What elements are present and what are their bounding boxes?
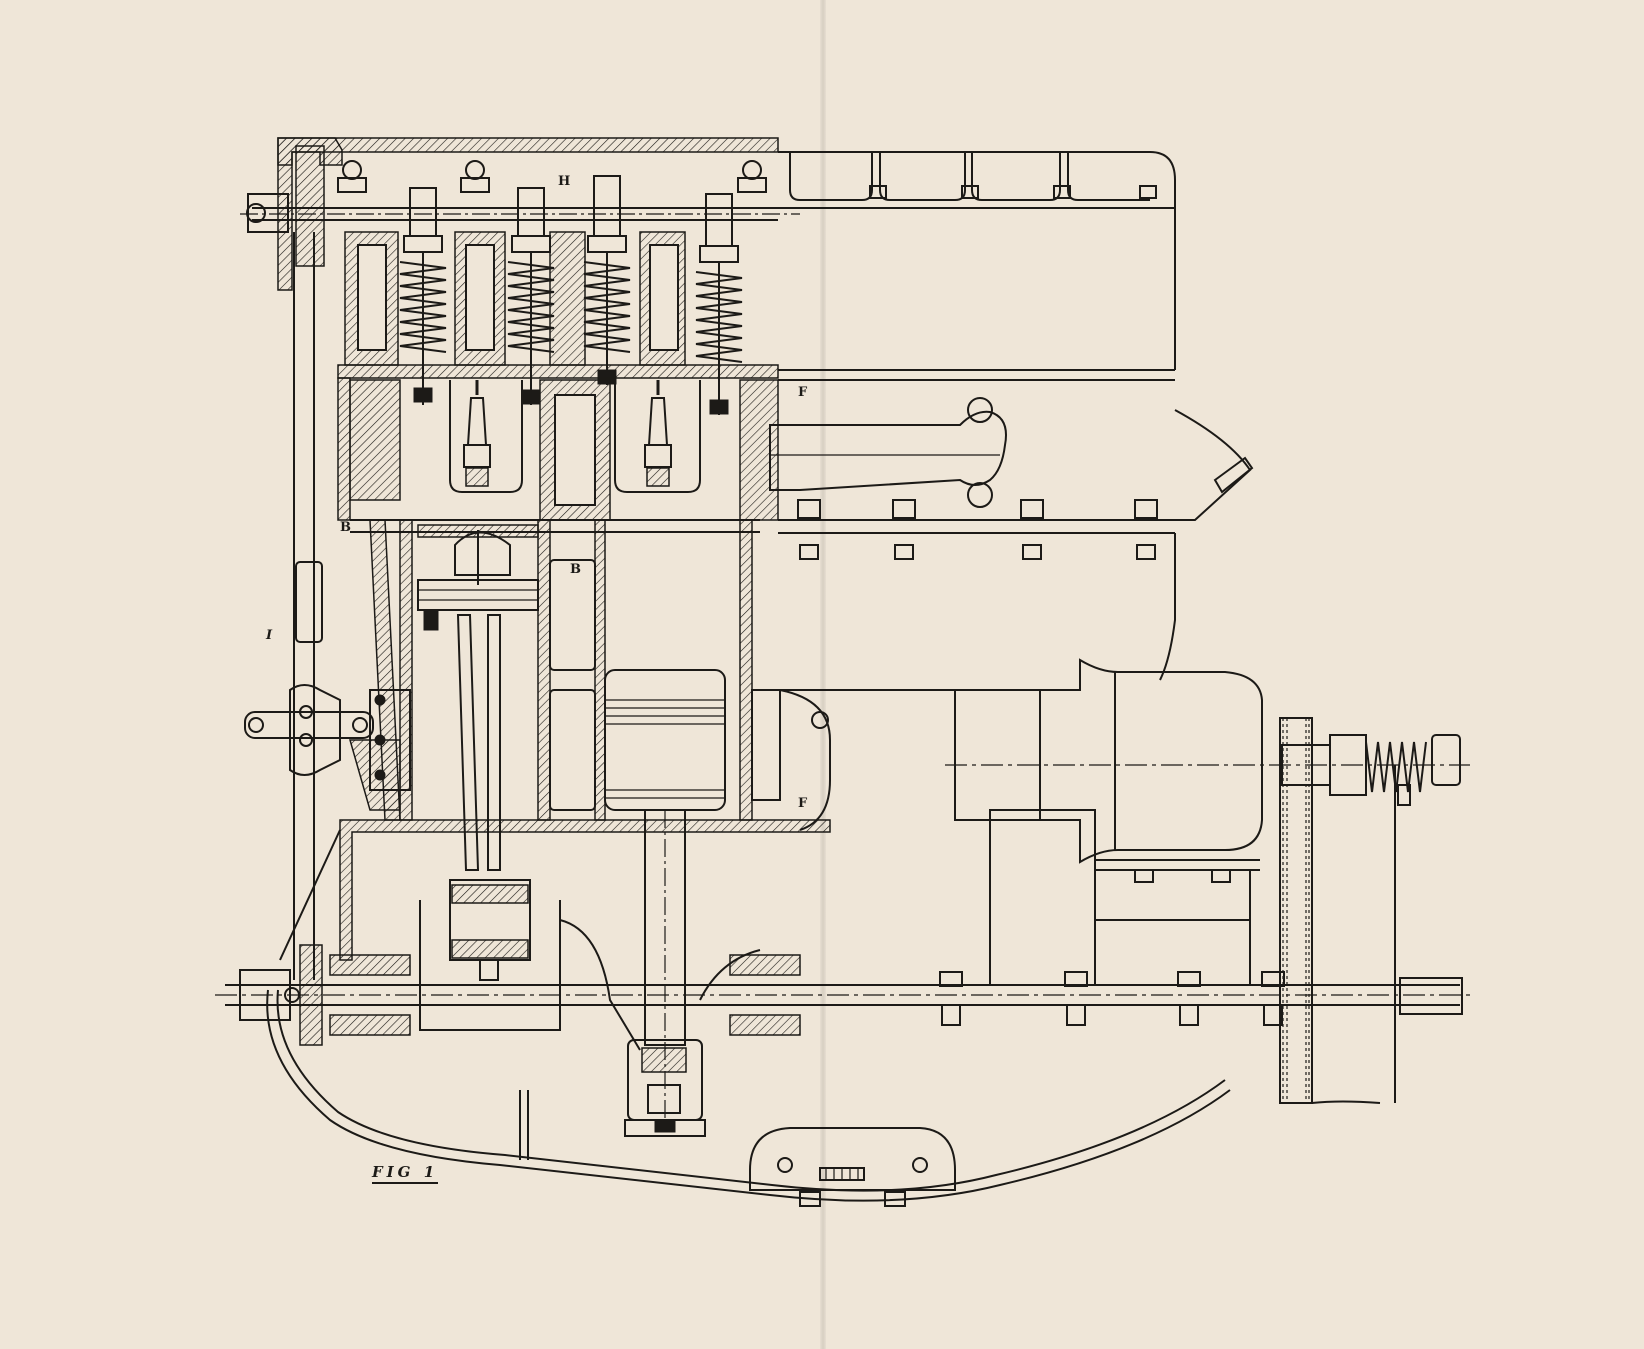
label-f-lower: F	[798, 796, 808, 811]
page-fold	[820, 0, 826, 1349]
worm-drive	[1281, 734, 1461, 806]
piston-left	[417, 524, 539, 871]
label-i: I	[266, 628, 273, 643]
label-b-left: B	[340, 520, 351, 535]
cam-timing-gear	[295, 145, 325, 267]
spark-plug-1	[463, 380, 491, 487]
label-b-mid: B	[570, 562, 581, 577]
label-f-upper: F	[798, 385, 808, 400]
valve-chambers	[344, 231, 686, 366]
spark-plug-2	[644, 380, 672, 487]
engine-elevation	[752, 151, 1470, 1104]
label-h: H	[558, 174, 571, 189]
mid-bolts	[797, 499, 1158, 560]
pan-bolts	[939, 971, 1285, 1026]
oil-cups	[337, 160, 767, 193]
figure-caption: FIG 1	[372, 1163, 439, 1184]
magneto	[945, 658, 1470, 986]
large-gear	[1279, 717, 1381, 1104]
crankshaft	[215, 879, 1470, 1051]
head-band	[337, 364, 779, 379]
sectioned-engine	[215, 137, 1470, 1207]
vertical-drive-shaft	[244, 232, 411, 980]
coupling-i	[295, 561, 323, 643]
combustion-chambers	[349, 379, 779, 521]
valve-assemblies	[399, 175, 743, 415]
intake-manifold	[769, 397, 1007, 508]
piston-right	[604, 669, 726, 1137]
head-bolts-top	[869, 185, 1157, 199]
